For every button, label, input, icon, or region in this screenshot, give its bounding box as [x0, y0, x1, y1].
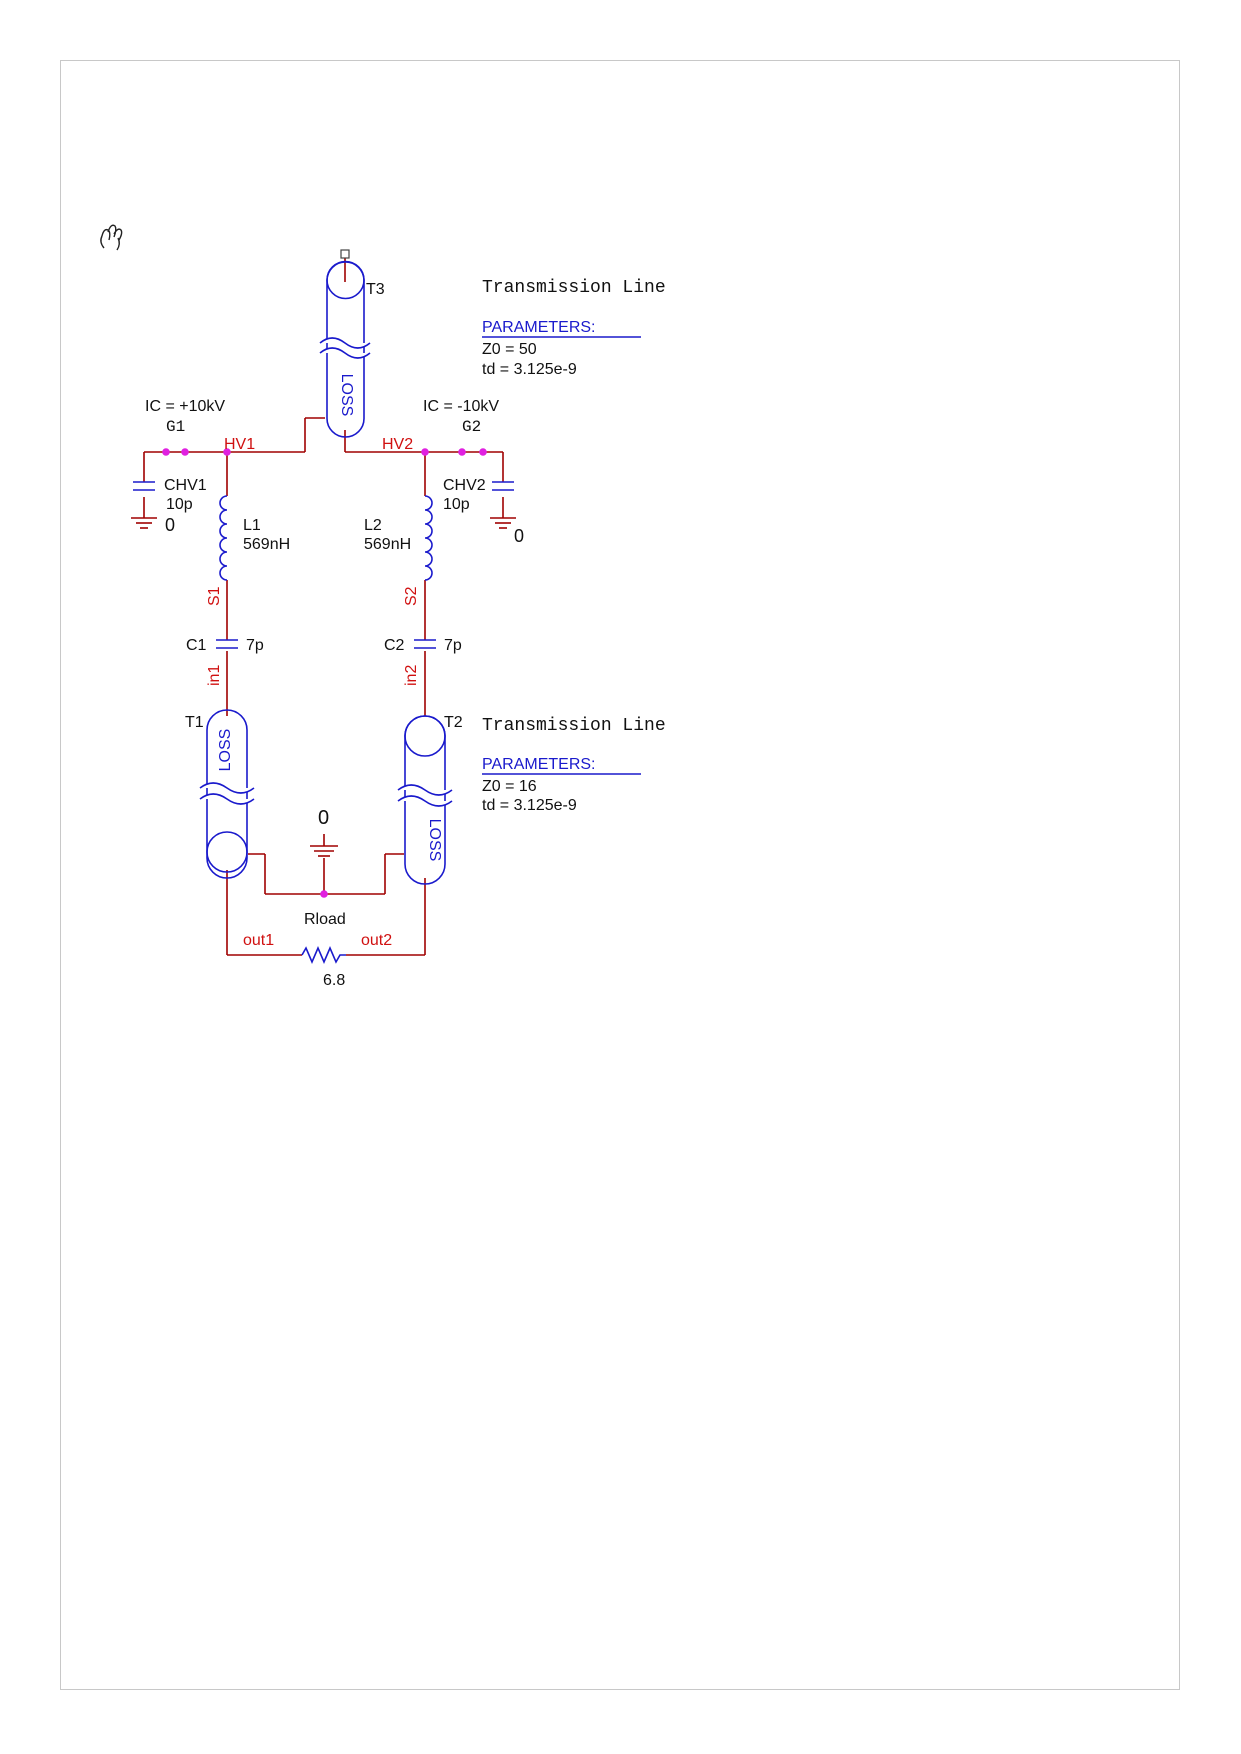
chv2-value: 10p	[443, 496, 470, 513]
g2-ref: G2	[462, 418, 481, 436]
l1-value: 569nH	[243, 536, 290, 553]
t1-model-label: LOSS	[217, 729, 234, 772]
t3-td: td = 3.125e-9	[482, 361, 577, 378]
g1-ic: IC = +10kV	[145, 398, 225, 415]
c1-value: 7p	[246, 637, 264, 654]
capacitor-chv1: CHV1 10p	[133, 477, 207, 513]
transmission-line-t3: LOSS T3	[319, 249, 385, 438]
ground-right: 0	[490, 517, 524, 546]
junction-dot	[320, 890, 328, 898]
transmission-line-t2: LOSS T2	[397, 714, 463, 885]
capacitor-c1: C1 7p	[186, 637, 264, 654]
g1-ref: G1	[166, 418, 185, 436]
chv2-ref: CHV2	[443, 477, 486, 494]
l2-value: 569nH	[364, 536, 411, 553]
l1-ref: L1	[243, 517, 261, 534]
net-label-out1: out1	[243, 932, 274, 949]
inductor-l2: L2 569nH	[364, 495, 433, 581]
junction-dot	[421, 448, 429, 456]
t3-model-label: LOSS	[338, 374, 355, 417]
chv1-value: 10p	[166, 496, 193, 513]
rload-value: 6.8	[323, 972, 345, 989]
t2-model-label: LOSS	[426, 819, 443, 862]
ground-left: 0	[131, 515, 175, 535]
t3-parameter-block: Transmission Line PARAMETERS: Z0 = 50 td…	[482, 278, 666, 378]
ground-center: 0	[310, 807, 338, 857]
net-label-in1: in1	[206, 665, 223, 686]
c1-ref: C1	[186, 637, 207, 654]
rload-ref: Rload	[304, 911, 346, 928]
net-label-hv2: HV2	[382, 436, 413, 453]
t2-title: Transmission Line	[482, 716, 666, 736]
t2-params-heading: PARAMETERS:	[482, 756, 596, 773]
ground-left-label: 0	[165, 515, 175, 535]
net-label-out2: out2	[361, 932, 392, 949]
net-label-hv1: HV1	[224, 436, 255, 453]
junction-dot	[162, 448, 170, 456]
t2-ref-label: T2	[444, 714, 463, 731]
junction-dot	[181, 448, 189, 456]
t3-title: Transmission Line	[482, 278, 666, 298]
c2-ref: C2	[384, 637, 405, 654]
t2-td: td = 3.125e-9	[482, 797, 577, 814]
t1-ref-label: T1	[185, 714, 204, 731]
hand-pointer-icon	[100, 224, 123, 251]
page-frame	[60, 60, 1180, 1690]
t3-params-heading: PARAMETERS:	[482, 319, 596, 336]
net-label-s1: S1	[206, 586, 223, 606]
net-label-in2: in2	[403, 665, 420, 686]
switch-g2: IC = -10kV G2	[423, 398, 499, 436]
transmission-line-t1: LOSS T1	[185, 709, 255, 879]
inductor-l1: L1 569nH	[219, 495, 290, 581]
switch-g1: IC = +10kV G1	[145, 398, 225, 436]
chv1-ref: CHV1	[164, 477, 207, 494]
junction-dot	[479, 448, 487, 456]
t2-z0: Z0 = 16	[482, 778, 537, 795]
ground-right-label: 0	[514, 526, 524, 546]
g2-ic: IC = -10kV	[423, 398, 499, 415]
t3-z0: Z0 = 50	[482, 341, 537, 358]
junction-dot	[223, 448, 231, 456]
c2-value: 7p	[444, 637, 462, 654]
junction-dots	[162, 448, 487, 898]
junction-dot	[458, 448, 466, 456]
resistor-rload: Rload 6.8	[301, 911, 346, 989]
t2-parameter-block: Transmission Line PARAMETERS: Z0 = 16 td…	[482, 716, 666, 814]
ground-center-label: 0	[318, 807, 329, 829]
net-label-s2: S2	[403, 586, 420, 606]
t3-ref-label: T3	[366, 281, 385, 298]
l2-ref: L2	[364, 517, 382, 534]
net-labels: HV1 HV2 S1 S2 in1 in2 out1 out2	[206, 436, 420, 949]
capacitor-chv2: CHV2 10p	[443, 477, 514, 513]
capacitor-c2: C2 7p	[384, 637, 462, 654]
